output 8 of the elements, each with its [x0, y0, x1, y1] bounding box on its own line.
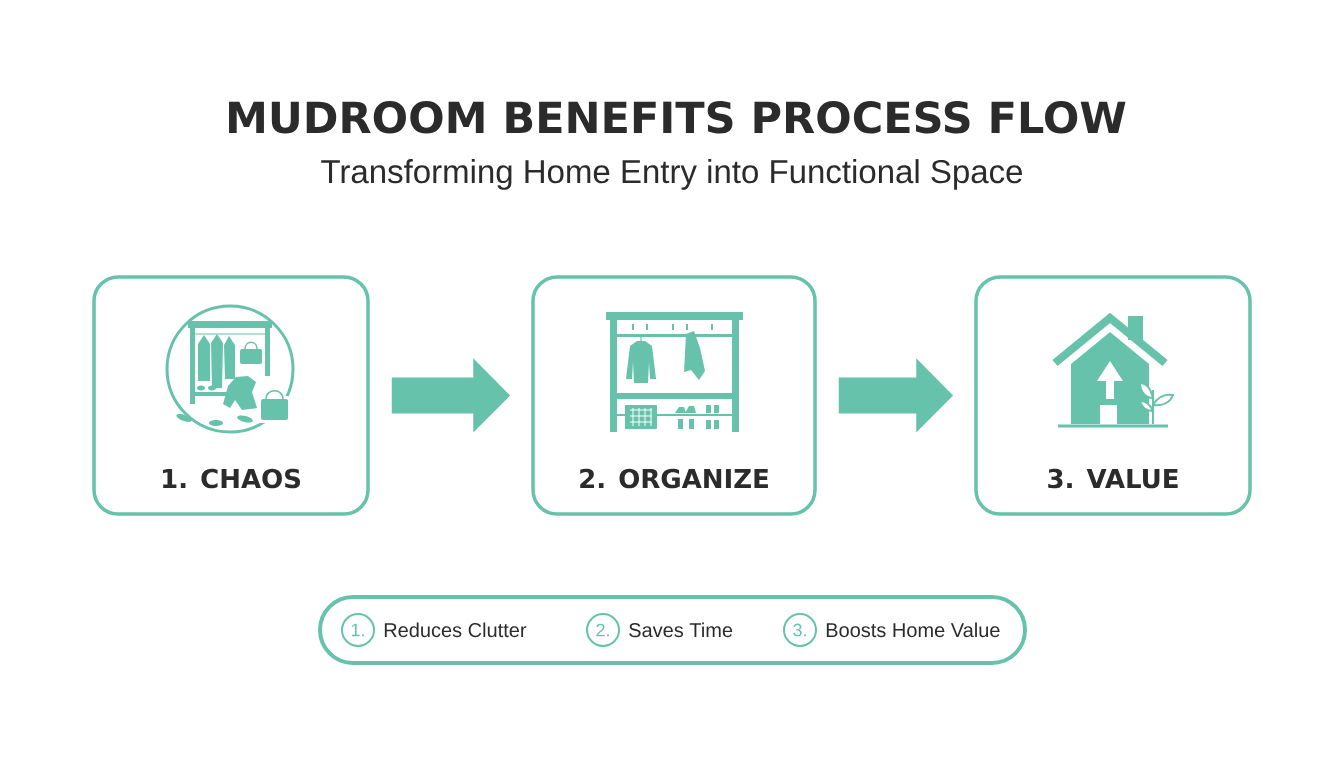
title: MUDROOM BENEFITS PROCESS FLOW	[229, 101, 1126, 134]
process-box: 2. ORGANIZE	[531, 275, 817, 516]
subtitle: Transforming Home Entry into Functional Space	[321, 159, 1022, 190]
process-box: 1. CHAOS	[92, 275, 370, 516]
benefit-text: Boosts Home Value	[826, 622, 1000, 638]
benefit-text: Saves Time	[629, 622, 733, 638]
summary-pill	[318, 595, 1027, 665]
benefit-text: Reduces Clutter	[384, 622, 527, 638]
